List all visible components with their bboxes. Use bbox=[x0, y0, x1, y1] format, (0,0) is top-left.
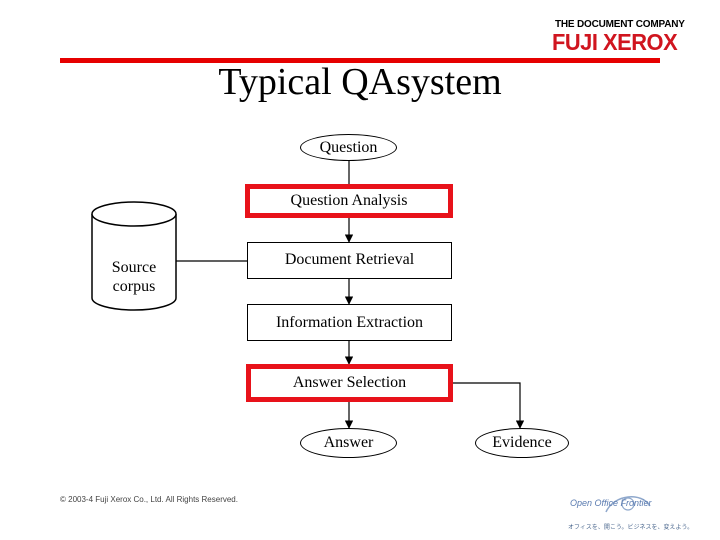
open-office-frontier-logo-mark bbox=[605, 496, 651, 513]
arrow-selection-to-evidence bbox=[452, 382, 525, 429]
node-answer-selection: Answer Selection bbox=[246, 364, 453, 402]
slide-title: Typical QAsystem bbox=[218, 61, 502, 103]
source-corpus-label: Source corpus bbox=[111, 259, 157, 295]
node-question-analysis: Question Analysis bbox=[245, 184, 453, 218]
node-document-retrieval: Document Retrieval bbox=[247, 242, 452, 279]
company-tagline: THE DOCUMENT COMPANY bbox=[555, 19, 685, 30]
node-question: Question bbox=[300, 134, 397, 161]
fuji-xerox-logo: FUJI XEROX bbox=[552, 29, 678, 55]
open-office-frontier-tagline: オフィスを、開こう。ビジネスを、変えよう。 bbox=[568, 525, 694, 531]
node-evidence: Evidence bbox=[475, 428, 569, 458]
node-information-extraction: Information Extraction bbox=[247, 304, 452, 341]
title-underline bbox=[60, 58, 660, 63]
open-office-frontier-logo-text: Open Office Frontier bbox=[570, 498, 652, 508]
source-corpus-cylinder bbox=[91, 201, 177, 311]
copyright-notice: © 2003-4 Fuji Xerox Co., Ltd. All Rights… bbox=[60, 495, 238, 504]
node-answer: Answer bbox=[300, 428, 397, 458]
